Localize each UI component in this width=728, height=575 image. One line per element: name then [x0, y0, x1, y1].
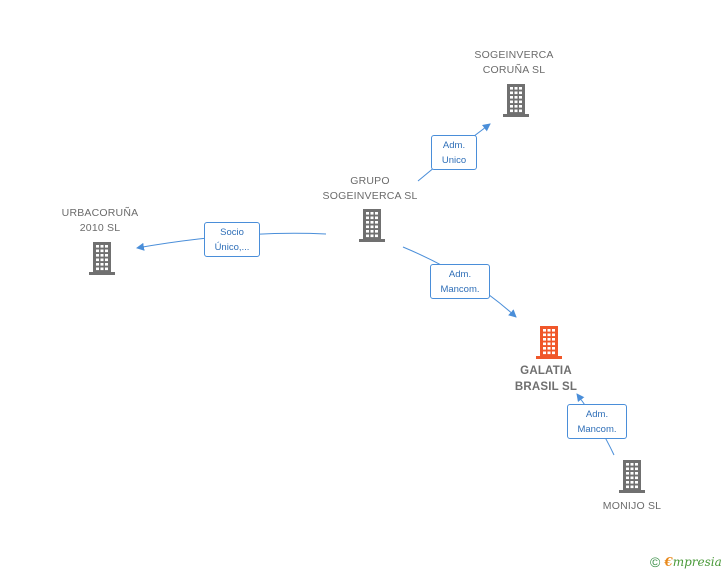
edge-label-line1: Socio	[220, 227, 244, 238]
copyright-icon: ©	[650, 554, 661, 570]
building-icon[interactable]	[500, 84, 532, 123]
edge-label-socio-unico[interactable]: Socio Único,...	[204, 222, 260, 257]
node-label-grupo-sogeinverca[interactable]: GRUPO SOGEINVERCA SL	[316, 174, 424, 204]
node-name-line2: BRASIL SL	[514, 381, 578, 393]
edge-label-line1: Adm.	[442, 140, 466, 151]
node-label-monijo[interactable]: MONIJO SL	[584, 499, 680, 514]
building-icon[interactable]	[86, 242, 118, 281]
node-label-urbacoruna[interactable]: URBACORUÑA 2010 SL	[52, 206, 148, 236]
edge-label-adm-unico[interactable]: Adm. Unico	[431, 135, 477, 170]
node-name-line2: SOGEINVERCA SL	[322, 190, 418, 202]
node-name-line1: URBACORUÑA	[61, 207, 139, 219]
node-name-line1: SOGEINVERCA	[474, 49, 554, 61]
node-name-line1: GRUPO	[350, 175, 390, 187]
node-label-galatia-brasil[interactable]: GALATIA BRASIL SL	[498, 363, 594, 395]
edge-label-line2: Único,...	[214, 242, 250, 253]
empresia-brand[interactable]: ©€mpresia	[650, 554, 722, 570]
building-icon[interactable]	[356, 209, 388, 248]
brand-initial: €	[664, 555, 673, 569]
edge-label-line2: Mancom.	[440, 284, 480, 295]
brand-name: mpresia	[672, 555, 722, 569]
node-name-line1: MONIJO SL	[602, 500, 662, 512]
edge-label-line1: Adm.	[585, 409, 609, 420]
building-icon[interactable]	[533, 326, 565, 365]
node-name-line2: CORUÑA SL	[482, 64, 546, 76]
edge-label-line1: Adm.	[448, 269, 472, 280]
edge-label-adm-mancom[interactable]: Adm. Mancom.	[567, 404, 627, 439]
edge-label-line2: Unico	[441, 155, 467, 166]
node-name-line2: 2010 SL	[79, 222, 121, 234]
edge-label-line2: Mancom.	[577, 424, 617, 435]
building-icon[interactable]	[616, 460, 648, 499]
edge-label-adm-mancom[interactable]: Adm. Mancom.	[430, 264, 490, 299]
node-name-line1: GALATIA	[520, 365, 572, 377]
node-label-sogeinverca-coruna[interactable]: SOGEINVERCA CORUÑA SL	[466, 48, 562, 78]
